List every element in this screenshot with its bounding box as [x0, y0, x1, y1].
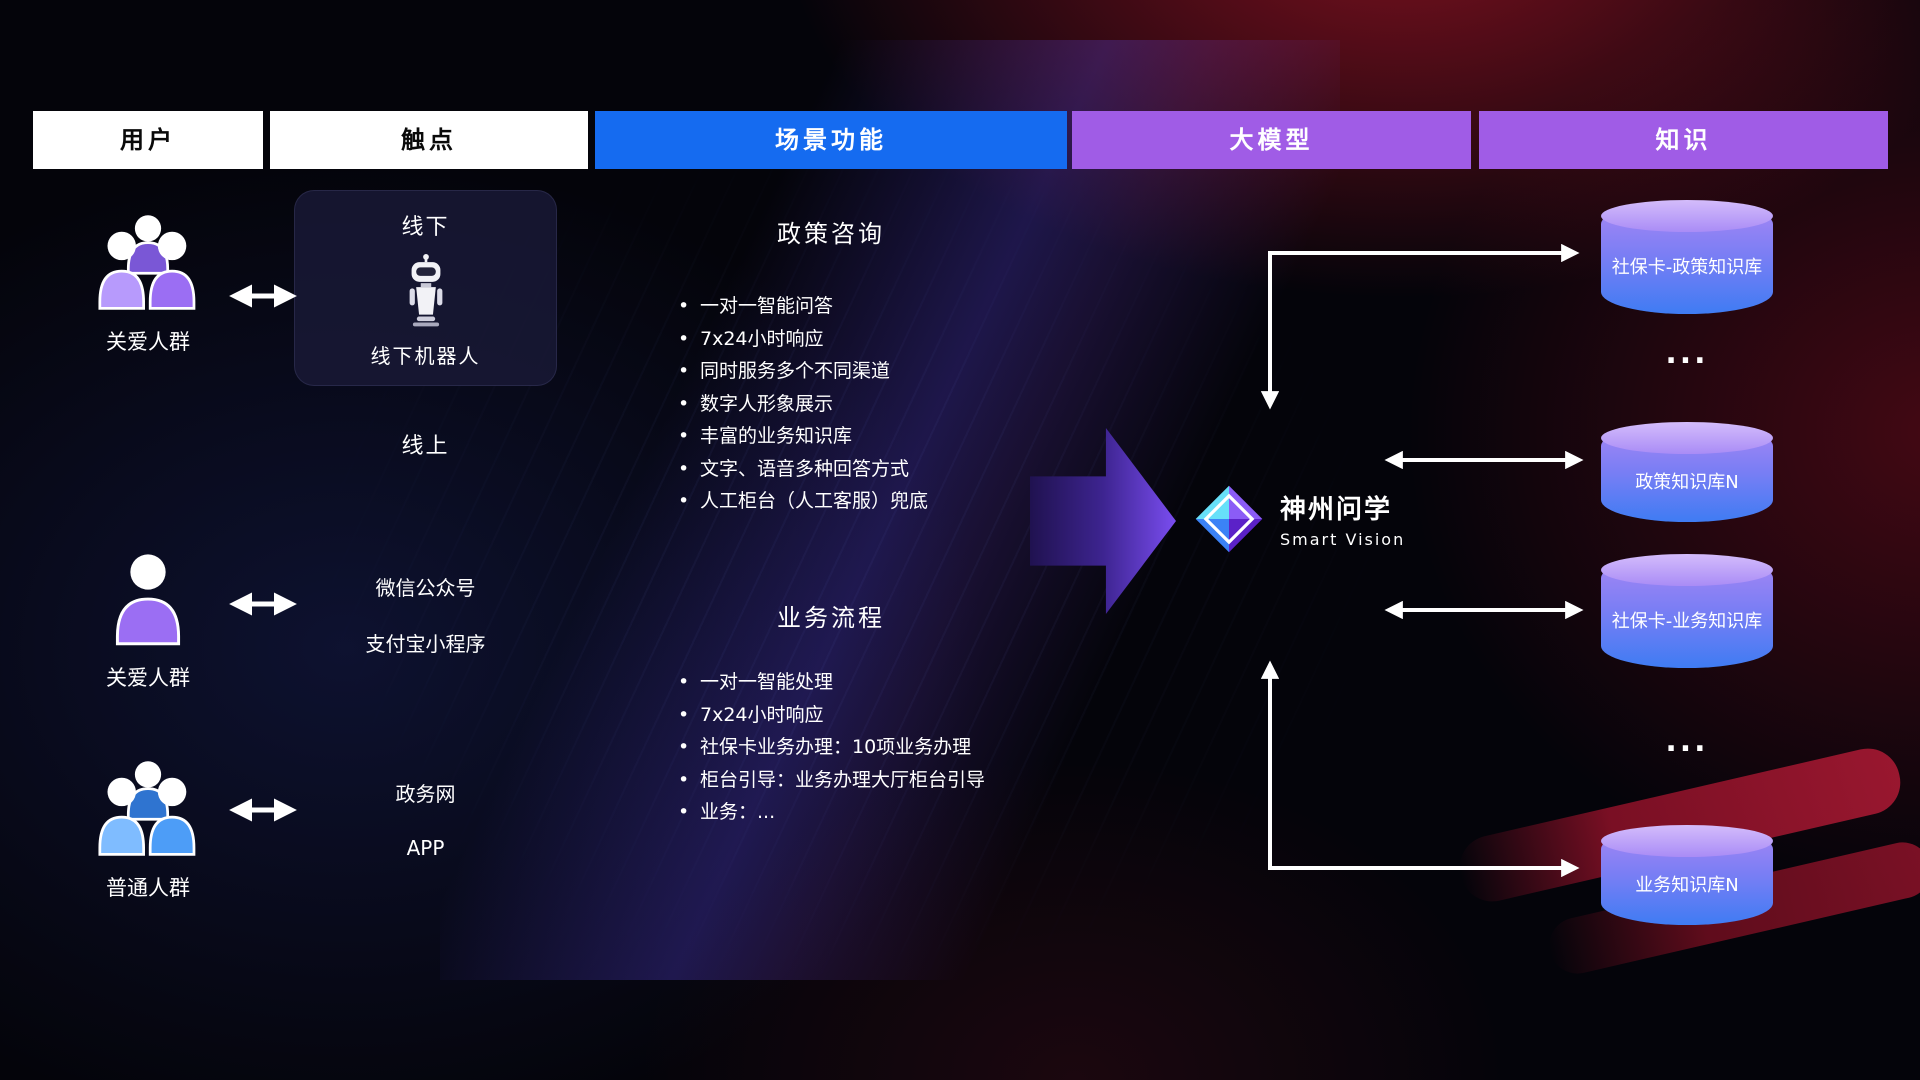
scenario-title-business: 业务流程	[777, 604, 885, 632]
db-cylinder-business-n: 业务知识库N	[1601, 825, 1773, 925]
online-title: 线上	[401, 434, 450, 459]
scenario-item: 同时服务多个不同渠道	[676, 355, 928, 388]
user-label: 普通人群	[106, 876, 190, 900]
channel-gov-web: 政务网	[395, 782, 456, 806]
robot-icon	[409, 253, 442, 326]
user-group-general-3: 普通人群	[78, 758, 218, 902]
channel-alipay: 支付宝小程序	[365, 632, 486, 656]
user-label: 关爱人群	[106, 666, 190, 690]
db-cylinder-business-ssc: 社保卡-业务知识库	[1601, 554, 1773, 668]
user-label: 关爱人群	[106, 330, 190, 354]
scenario-item: 业务：...	[676, 796, 985, 829]
ellipsis-text: ...	[1665, 336, 1709, 371]
scenario-business-list: 一对一智能处理 7x24小时响应 社保卡业务办理：10项业务办理 柜台引导：业务…	[676, 666, 985, 829]
scenario-policy-list: 一对一智能问答 7x24小时响应 同时服务多个不同渠道 数字人形象展示 丰富的业…	[676, 290, 928, 518]
db-cylinder-policy-n: 政策知识库N	[1601, 422, 1773, 522]
scenario-item: 文字、语音多种回答方式	[676, 453, 928, 486]
offline-robot-card: 线下 线下机器人	[294, 190, 557, 386]
scenario-title-policy: 政策咨询	[777, 220, 885, 248]
header-cell-scenarios: 场景功能	[595, 111, 1067, 169]
header-cell-model: 大模型	[1072, 111, 1471, 169]
people-group-blue-icon	[98, 761, 196, 856]
header-cell-users: 用户	[33, 111, 263, 169]
model-brand: 神州问学 Smart Vision	[1192, 482, 1405, 556]
ellipsis-text: ...	[1665, 724, 1709, 759]
people-group-purple-icon	[98, 215, 196, 310]
user-single-care-2: 关爱人群	[78, 552, 218, 692]
header-cell-touchpoints: 触点	[270, 111, 588, 169]
scenario-item: 社保卡业务办理：10项业务办理	[676, 731, 985, 764]
db-label: 社保卡-业务知识库	[1611, 611, 1763, 633]
model-name: 神州问学	[1280, 495, 1393, 525]
user-group-care-1: 关爱人群	[78, 212, 218, 356]
person-purple-icon	[115, 554, 181, 646]
scenario-item: 7x24小时响应	[676, 699, 985, 732]
model-subtitle: Smart Vision	[1280, 530, 1406, 549]
diamond-logo-icon	[1195, 485, 1263, 553]
scenario-item: 柜台引导：业务办理大厅柜台引导	[676, 764, 985, 797]
scenario-item: 一对一智能问答	[676, 290, 928, 323]
offline-title: 线下	[401, 215, 450, 240]
header-cell-knowledge: 知识	[1479, 111, 1888, 169]
scenario-item: 人工柜台（人工客服）兜底	[676, 485, 928, 518]
channel-app: APP	[406, 836, 445, 860]
channel-wechat: 微信公众号	[375, 576, 476, 600]
scenario-item: 丰富的业务知识库	[676, 420, 928, 453]
scenario-item: 数字人形象展示	[676, 388, 928, 421]
scenario-item: 一对一智能处理	[676, 666, 985, 699]
db-label: 业务知识库N	[1635, 875, 1739, 897]
db-label: 社保卡-政策知识库	[1611, 257, 1763, 279]
offline-robot-label: 线下机器人	[370, 344, 481, 368]
db-cylinder-policy-ssc: 社保卡-政策知识库	[1601, 200, 1773, 314]
db-label: 政策知识库N	[1635, 472, 1739, 494]
scenario-item: 7x24小时响应	[676, 323, 928, 356]
